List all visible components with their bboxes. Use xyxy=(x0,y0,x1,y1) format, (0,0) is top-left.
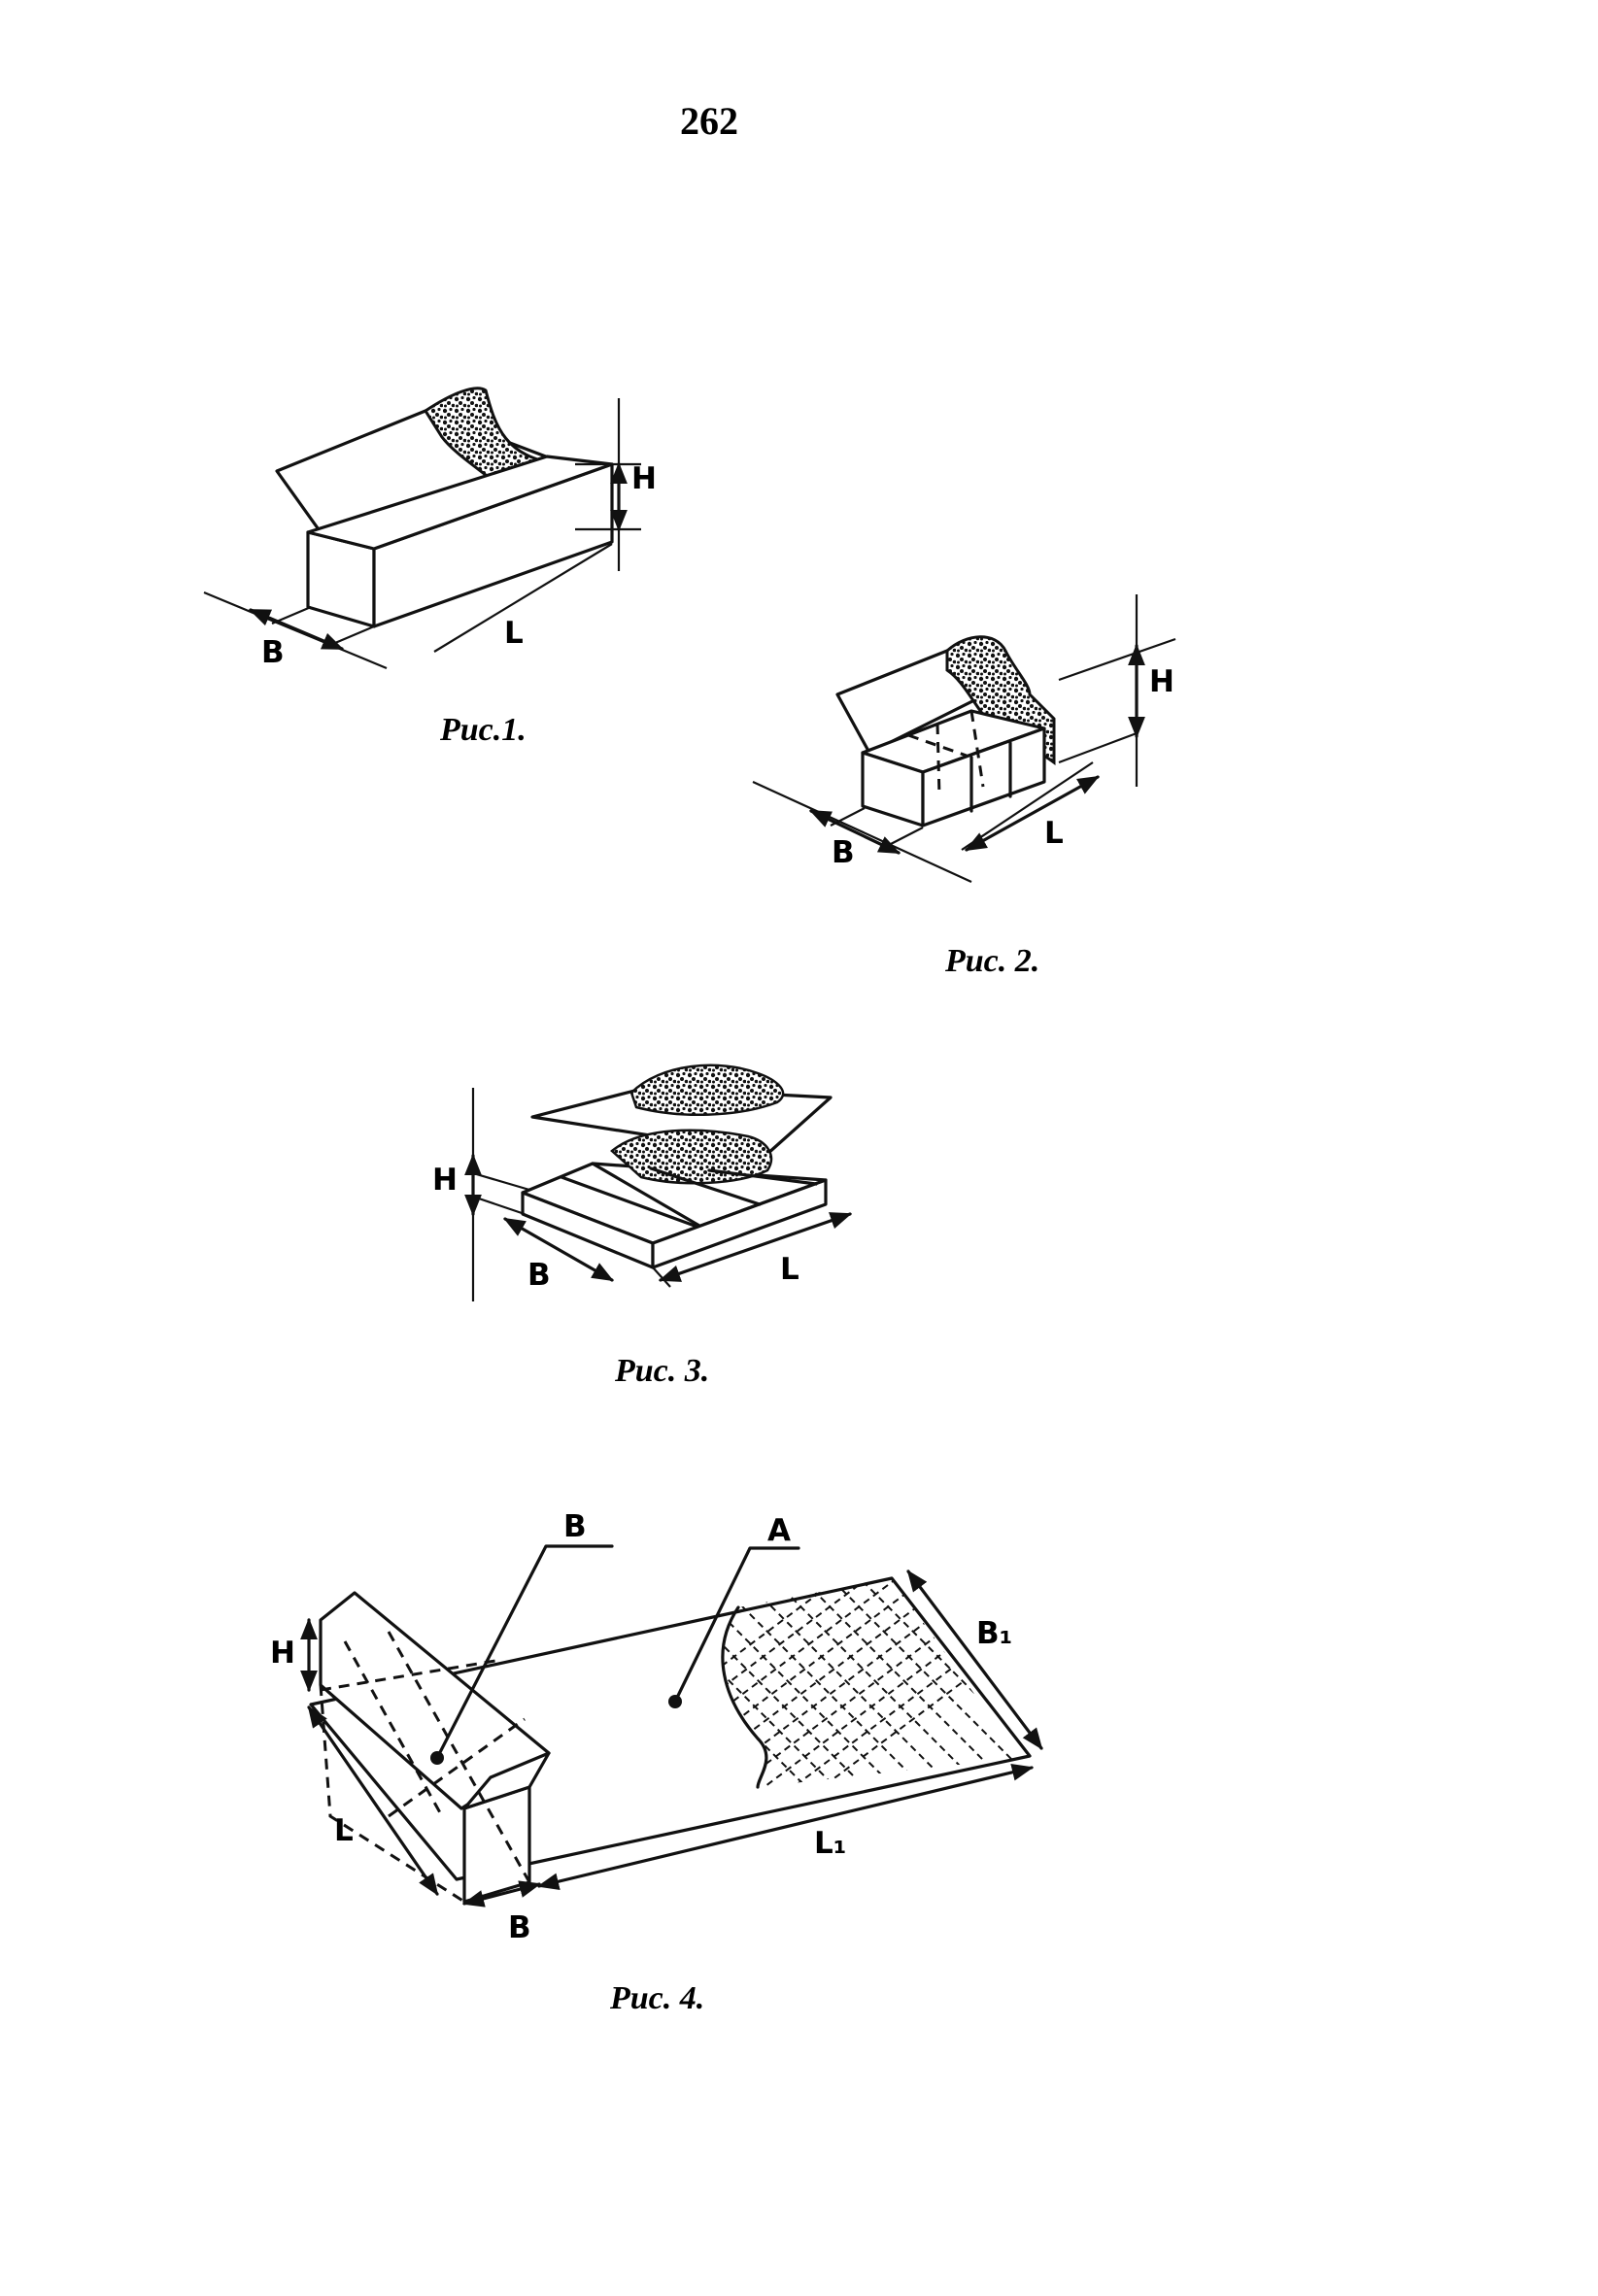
fig2-caption: Рис. 2. xyxy=(944,943,1039,979)
fig2-length-label: L xyxy=(1044,816,1064,851)
fig1-caption: Рис.1. xyxy=(439,712,527,748)
fig1-height-label: H xyxy=(631,461,657,496)
figure-1-drawing xyxy=(203,387,641,670)
figure-2-drawing xyxy=(752,594,1176,884)
figure-3-drawing xyxy=(464,1064,853,1301)
fig4-pointer-b-label: B xyxy=(563,1509,587,1544)
figure-4-drawing xyxy=(300,1544,1043,1908)
figure-1: H B L Рис.1. xyxy=(203,387,657,748)
figure-3: H B L Рис. 3. xyxy=(432,1064,853,1389)
fig4-height-label: H xyxy=(270,1636,295,1671)
fig1-length-label: L xyxy=(504,616,524,651)
fig1-width-label: B xyxy=(261,635,285,670)
fig4-length1-label: L₁ xyxy=(814,1826,846,1861)
fig2-width-label: B xyxy=(832,835,855,870)
fig2-height-label: H xyxy=(1149,664,1174,699)
figure-4: B A H L B L₁ B₁ Рис. 4. xyxy=(270,1509,1043,2016)
fig3-caption: Рис. 3. xyxy=(614,1353,709,1389)
fig4-pointer-a-label: A xyxy=(767,1513,791,1548)
fig3-length-label: L xyxy=(780,1252,799,1287)
fig4-caption: Рис. 4. xyxy=(609,1980,704,2016)
fig4-width1-label: B₁ xyxy=(976,1616,1012,1651)
fig4-width-label: B xyxy=(508,1910,531,1945)
figure-2: H B L Рис. 2. xyxy=(752,594,1176,979)
fig4-length-label: L xyxy=(334,1813,354,1848)
page-number: 262 xyxy=(680,99,738,143)
fig3-width-label: B xyxy=(527,1258,551,1293)
fig3-height-label: H xyxy=(432,1163,458,1198)
